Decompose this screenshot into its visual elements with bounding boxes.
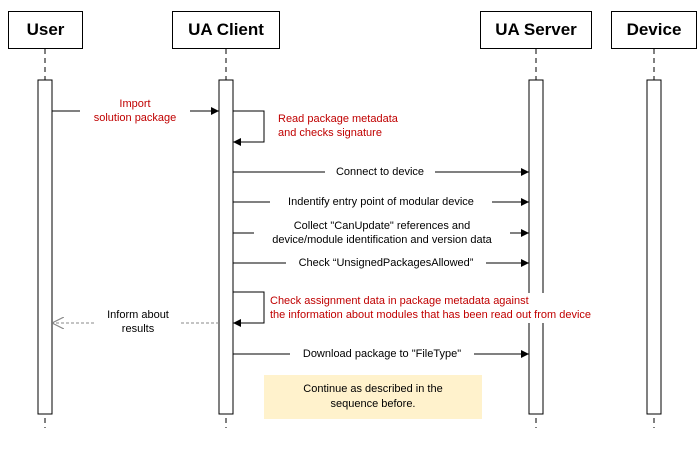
continuation-note-line-1: Continue as described in the <box>303 383 443 395</box>
message-label-identify: Indentify entry point of modular device <box>270 195 492 209</box>
message-label-collect-line-2: device/module identification and version… <box>272 234 492 246</box>
message-label-collect: Collect "CanUpdate" references and devic… <box>254 218 510 248</box>
arrow-check-assignment <box>233 291 265 327</box>
message-label-check-assignment-line-2: the information about modules that has b… <box>270 309 592 321</box>
message-label-inform-line-2: results <box>121 323 155 335</box>
message-label-read-metadata-line-1: Read package metadata <box>278 113 398 125</box>
message-label-inform-line-1: Inform about <box>107 309 169 321</box>
activation-ua-server <box>528 79 544 415</box>
participant-ua-client: UA Client <box>172 11 280 49</box>
message-label-identify-line-1: Indentify entry point of modular device <box>288 196 474 208</box>
participant-ua-server: UA Server <box>480 11 592 49</box>
message-label-connect-line-1: Connect to device <box>335 166 425 178</box>
participant-device: Device <box>611 11 697 49</box>
message-label-download: Download package to "FileType" <box>290 347 474 361</box>
message-label-read-metadata: Read package metadata and checks signatu… <box>276 111 400 141</box>
message-label-read-metadata-line-2: and checks signature <box>278 127 382 139</box>
message-label-check-unsigned: Check “UnsignedPackagesAllowed” <box>286 256 486 270</box>
message-label-collect-line-1: Collect "CanUpdate" references and <box>293 220 471 232</box>
message-label-import: Import solution package <box>80 96 190 126</box>
message-label-check-assignment: Check assignment data in package metadat… <box>268 293 594 323</box>
activation-bars <box>37 79 662 415</box>
message-label-check-unsigned-line-1: Check “UnsignedPackagesAllowed” <box>298 257 474 269</box>
message-label-import-line-1: Import <box>119 98 151 110</box>
activation-device <box>646 79 662 415</box>
message-label-connect: Connect to device <box>325 165 435 179</box>
message-label-inform: Inform about results <box>96 307 180 337</box>
message-label-check-assignment-line-1: Check assignment data in package metadat… <box>270 295 529 307</box>
participant-user: User <box>8 11 83 49</box>
continuation-note-line-2: sequence before. <box>330 398 416 410</box>
activation-ua-client <box>218 79 234 415</box>
activation-user <box>37 79 53 415</box>
arrow-read-metadata <box>233 110 265 146</box>
continuation-note: Continue as described in the sequence be… <box>264 375 482 419</box>
message-label-import-line-2: solution package <box>93 112 177 124</box>
message-label-download-line-1: Download package to "FileType" <box>302 348 462 360</box>
